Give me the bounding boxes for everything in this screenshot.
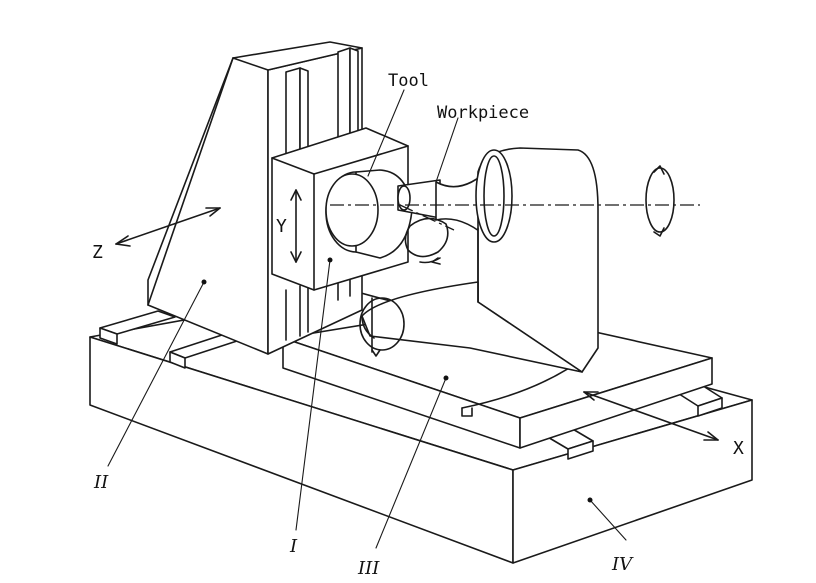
y-axis-label: Y bbox=[276, 216, 287, 237]
x-axis-arrow bbox=[583, 391, 719, 441]
y-axis-arrow bbox=[290, 189, 302, 263]
bed-guide-blocks bbox=[99, 310, 723, 460]
tool-label: Tool bbox=[388, 71, 429, 91]
leader-lines bbox=[107, 89, 627, 549]
part-iii-label: III bbox=[357, 558, 380, 579]
part-ii-label: II bbox=[93, 472, 109, 493]
part-iv-label: IV bbox=[611, 554, 634, 575]
spindle-head bbox=[271, 127, 413, 291]
z-axis-arrow bbox=[115, 207, 221, 247]
x-axis-label: X bbox=[733, 438, 744, 459]
z-axis-label: Z bbox=[92, 242, 103, 263]
part-i-label: I bbox=[289, 536, 298, 557]
spindle-axis bbox=[330, 165, 700, 237]
rotary-headstock bbox=[359, 147, 599, 373]
workpiece-label: Workpiece bbox=[437, 103, 529, 123]
